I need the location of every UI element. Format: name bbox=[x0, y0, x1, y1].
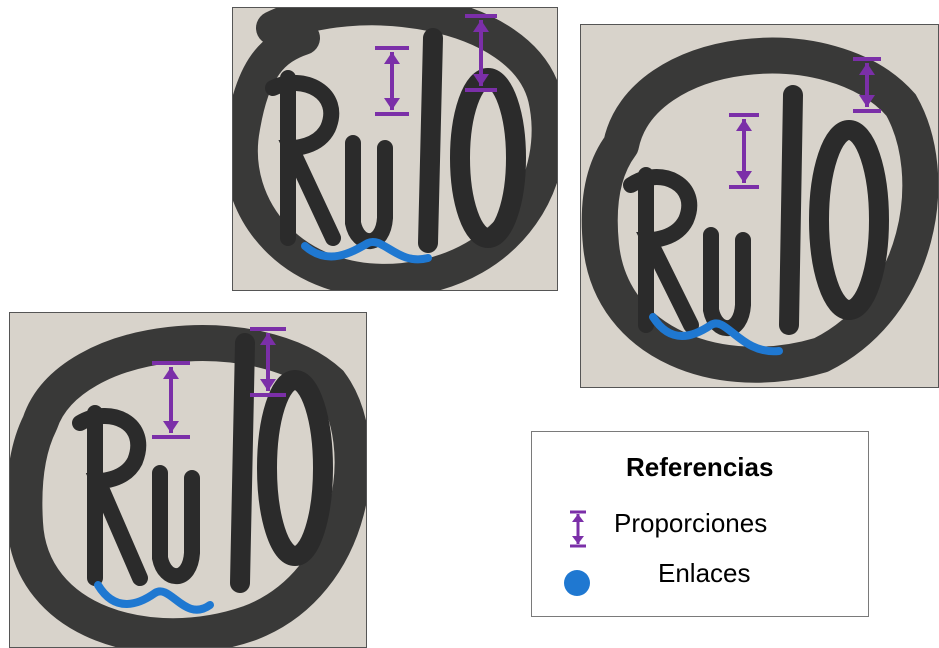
rulo-signature-drawing bbox=[581, 25, 938, 387]
legend-label-links: Enlaces bbox=[658, 558, 751, 588]
link-marker bbox=[94, 581, 214, 614]
proportion-marker bbox=[465, 14, 497, 92]
link-marker bbox=[301, 237, 432, 264]
signature-panel-right bbox=[580, 24, 939, 388]
legend: Referencias Proporciones Enlaces bbox=[531, 431, 869, 617]
proportion-marker bbox=[729, 113, 759, 189]
legend-title: Referencias bbox=[626, 452, 774, 482]
dot-icon bbox=[564, 570, 590, 596]
proportion-marker bbox=[250, 327, 286, 397]
signature-panel-top bbox=[232, 7, 558, 291]
double-arrow-icon bbox=[570, 510, 586, 548]
rulo-signature-drawing bbox=[10, 313, 366, 647]
signature-panel-bottom bbox=[9, 312, 367, 648]
rulo-signature-drawing bbox=[233, 8, 557, 290]
proportion-marker bbox=[152, 361, 190, 439]
legend-label-proportions: Proporciones bbox=[614, 508, 768, 538]
link-marker bbox=[649, 313, 783, 356]
proportion-marker bbox=[375, 46, 409, 116]
proportion-marker bbox=[853, 57, 881, 113]
